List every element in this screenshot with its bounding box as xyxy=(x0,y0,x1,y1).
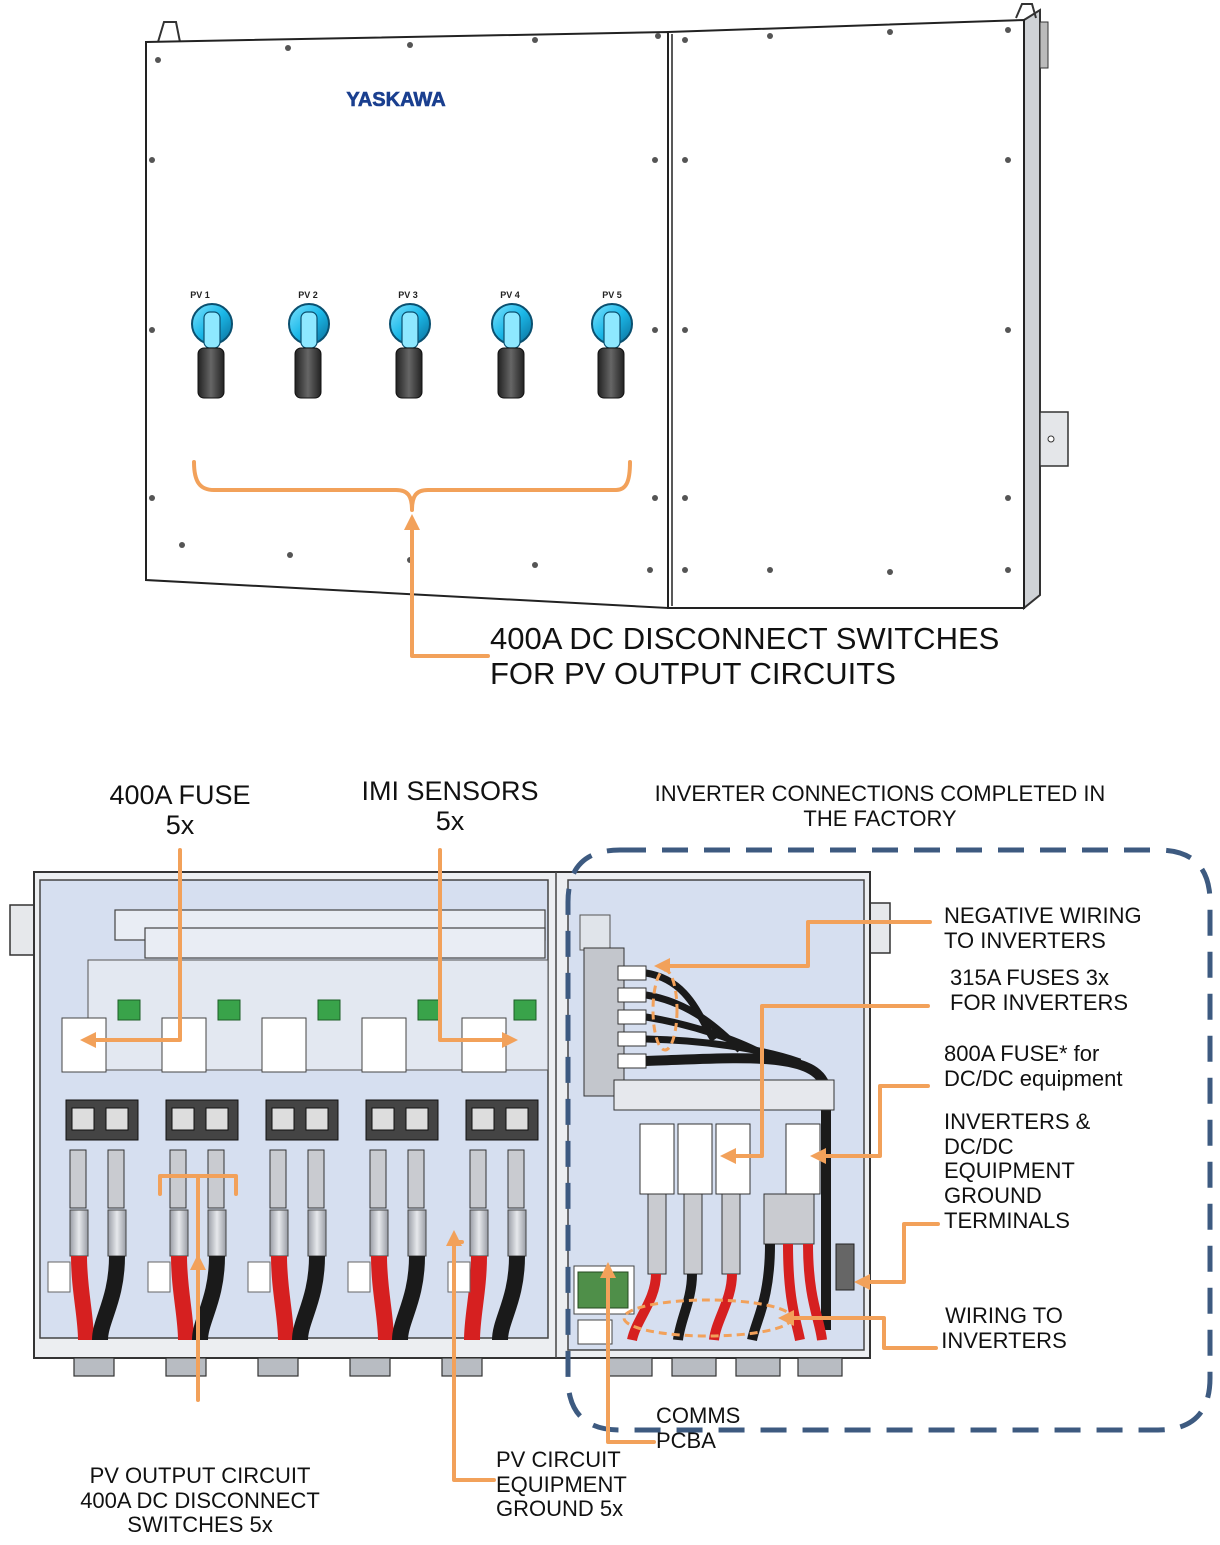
pv-circuit-2 xyxy=(147,999,241,1341)
negative-wiring-label: NEGATIVE WIRING TO INVERTERS xyxy=(944,903,1142,953)
fuse-label: 400A FUSE 5x xyxy=(109,780,251,841)
pv-circuit-1 xyxy=(47,999,141,1341)
factory-boundary xyxy=(565,847,1213,1433)
ground-terminals-label: INVERTERS & DC/DC EQUIPMENT GROUND TERMI… xyxy=(944,1109,1091,1233)
disconnect-switch-1: PV 1 xyxy=(190,290,233,399)
fuses-315a-label: 315A FUSES 3x FOR INVERTERS xyxy=(950,965,1129,1015)
pv-circuit-4 xyxy=(347,999,441,1341)
switch-label-3: PV 3 xyxy=(398,290,418,300)
fuse-800a-label: 800A FUSE* for DC/DC equipment xyxy=(944,1041,1123,1091)
comms-pcba-label: COMMS PCBA xyxy=(656,1403,741,1453)
switch-label-5: PV 5 xyxy=(602,290,622,300)
factory-connections-label: INVERTER CONNECTIONS COMPLETED IN THE FA… xyxy=(654,781,1106,831)
disconnect-switch-3: PV 3 xyxy=(389,290,431,399)
disconnect-switch-4: PV 4 xyxy=(491,290,533,399)
wiring-to-inverters-label: WIRING TO INVERTERS xyxy=(941,1303,1067,1353)
pv-disconnect-label: PV OUTPUT CIRCUIT 400A DC DISCONNECT SWI… xyxy=(80,1463,320,1538)
disconnect-switch-2: PV 2 xyxy=(288,290,330,399)
disconnect-switch-5: PV 5 xyxy=(591,290,633,399)
switch-label-4: PV 4 xyxy=(500,290,520,300)
imi-sensors-label: IMI SENSORS 5x xyxy=(361,776,539,837)
switches-callout-bracket xyxy=(192,460,632,658)
pv-circuit-5 xyxy=(447,999,539,1341)
pv-ground-label: PV CIRCUIT EQUIPMENT GROUND 5x xyxy=(496,1447,627,1522)
switch-label-2: PV 2 xyxy=(298,290,318,300)
switches-callout-label: 400A DC DISCONNECT SWITCHES FOR PV OUTPU… xyxy=(490,621,1000,691)
yaskawa-logo: YASKAWA xyxy=(340,84,452,112)
enclosure-interior-view xyxy=(9,871,891,1377)
switch-label-1: PV 1 xyxy=(190,290,210,300)
pv-circuit-3 xyxy=(247,999,341,1341)
svg-text:YASKAWA: YASKAWA xyxy=(346,89,445,111)
